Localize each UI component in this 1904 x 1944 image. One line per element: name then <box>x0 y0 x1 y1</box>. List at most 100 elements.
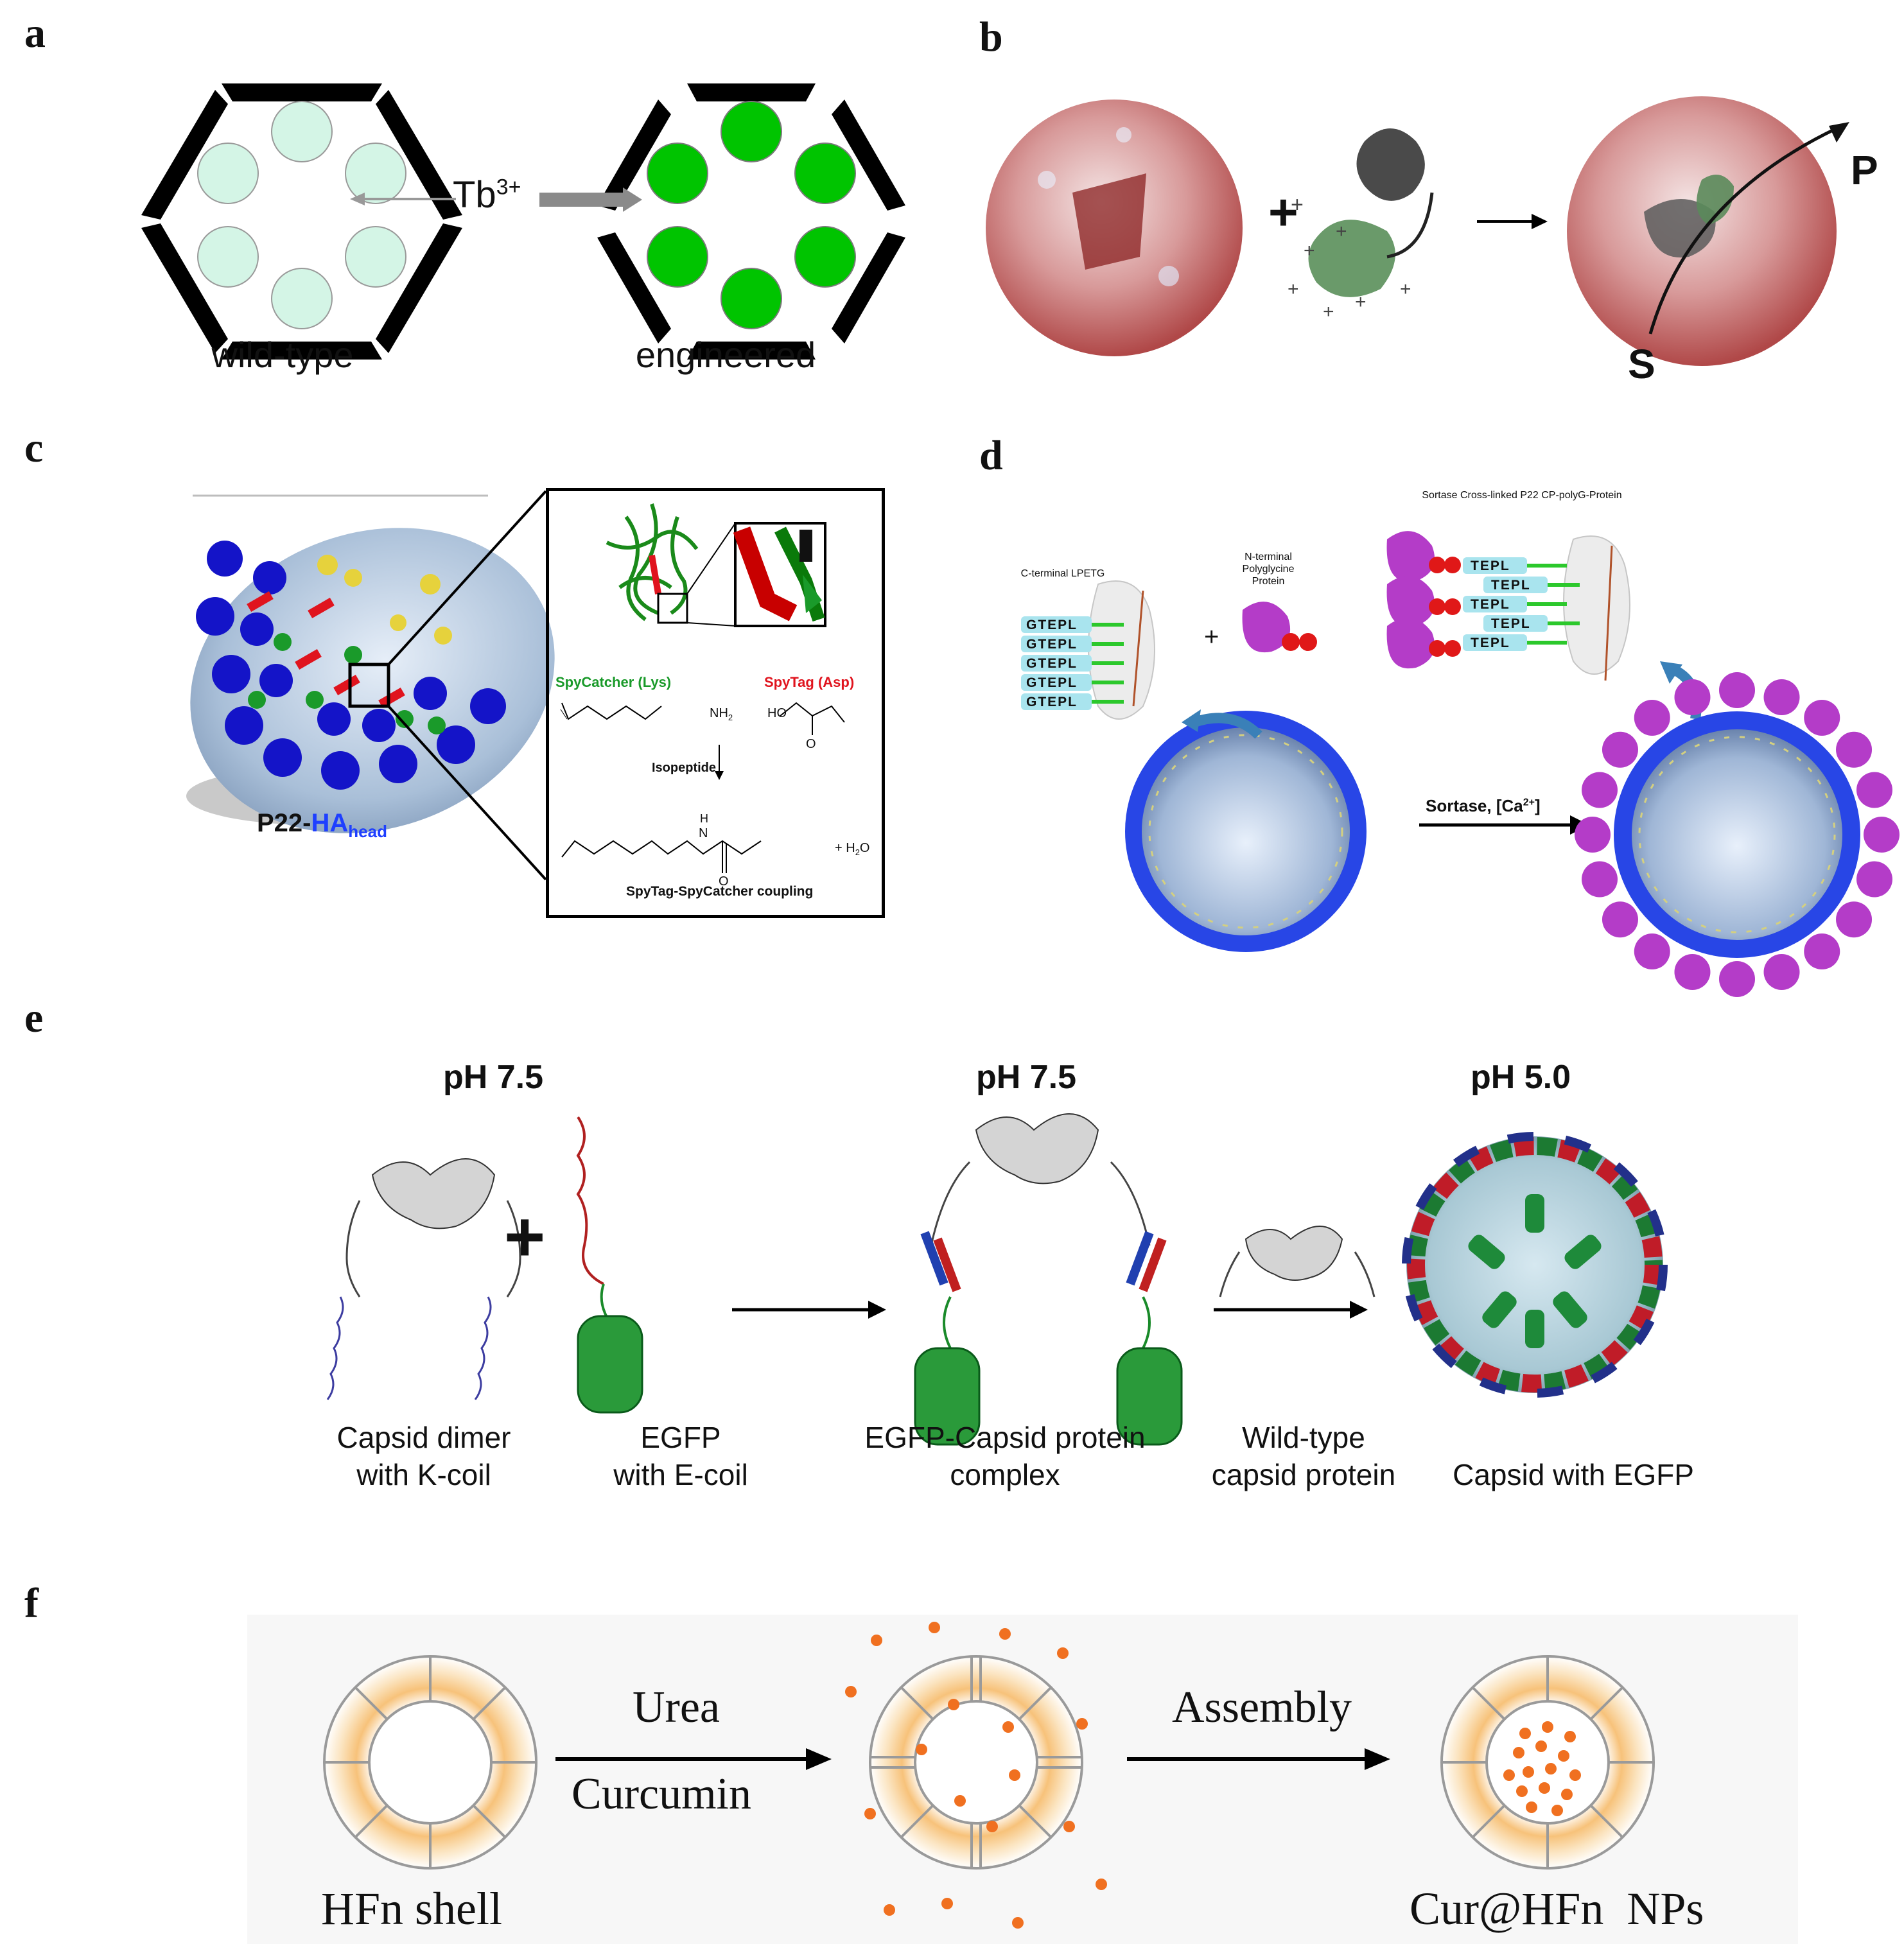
tb-site-empty <box>271 101 333 162</box>
caption-capsid-dimer-line-2: with K-coil <box>356 1458 491 1491</box>
ha-head-proteins <box>196 541 506 790</box>
panel-c-capsid <box>186 490 555 881</box>
tb-site-filled <box>647 143 708 204</box>
polyglycine-protein-attached <box>1674 679 1711 716</box>
wild-type-capsid <box>141 83 462 360</box>
curcumin-dot <box>1076 1718 1088 1730</box>
caption-capsid-egfp-line-1: Capsid with EGFP <box>1453 1458 1694 1491</box>
capsid-enzyme-host <box>986 100 1243 356</box>
sortase-text: Sortase, [Ca <box>1426 796 1523 815</box>
polyglycine-protein-attached <box>1634 933 1670 970</box>
spycatcher-label: SpyCatcher (Lys) <box>555 674 672 690</box>
hfn-shell-caption: HFn shell <box>321 1883 503 1934</box>
curcumin-label: Curcumin <box>572 1769 751 1819</box>
polyglycine-protein-attached <box>1582 772 1618 808</box>
curcumin-dot <box>948 1699 959 1710</box>
tb-ion-charge: 3+ <box>496 175 521 200</box>
curcumin-dot <box>1519 1728 1531 1739</box>
svg-text:+: + <box>1304 240 1315 261</box>
curcumin-dot <box>986 1821 998 1832</box>
tb-site-filled <box>647 226 708 288</box>
ph-label-2: pH 7.5 <box>976 1059 1077 1096</box>
tb-site-filled <box>721 101 782 162</box>
egfp-e-coil <box>576 1116 643 1414</box>
panel-label-d: d <box>979 432 1003 479</box>
curcumin-dot <box>1513 1747 1524 1758</box>
nterminal-line-2: Polyglycine <box>1242 564 1295 575</box>
curcumin-dot <box>1063 1821 1075 1832</box>
panel-label-b: b <box>979 13 1003 60</box>
sortase-label: Sortase, [Ca2+] <box>1426 796 1541 816</box>
curcumin-dot <box>1545 1763 1557 1775</box>
polyglycine-protein-attached <box>1575 817 1611 853</box>
caption-capsid-dimer-line-1: Capsid dimer <box>336 1421 511 1454</box>
plus-sign-e: + <box>504 1197 546 1276</box>
tepl-tag: TEPL <box>1491 616 1531 631</box>
polyglycine-protein-attached <box>1836 731 1873 768</box>
tb-site-empty <box>197 226 259 288</box>
panel-a-diagram <box>141 83 905 360</box>
polyglycine-protein-attached <box>1634 699 1670 736</box>
curcumin-dot <box>1535 1740 1547 1752</box>
polyglycine-protein <box>1242 602 1317 653</box>
zoom-box <box>348 663 390 708</box>
caption-wild-type: Wild-type capsid protein <box>1182 1419 1426 1493</box>
disassembled-shell <box>869 1655 1083 1870</box>
curcumin-dot <box>916 1744 927 1755</box>
spytag-label: SpyTag (Asp) <box>764 674 855 690</box>
panel-e-diagram <box>326 1113 1668 1446</box>
plus-sign-d: + <box>1204 623 1219 651</box>
amide-h-label: H <box>700 812 708 825</box>
panel-b-diagram: + + + + + + + <box>986 96 1849 366</box>
tb-ion-label: Tb3+ <box>453 173 521 216</box>
caption-complex-line-2: complex <box>950 1458 1060 1491</box>
spy-couplings <box>247 591 446 734</box>
caption-complex: EGFP-Capsid protein complex <box>857 1419 1153 1493</box>
curcumin-dot <box>1009 1769 1020 1781</box>
svg-text:+: + <box>1336 221 1347 242</box>
curcumin-dot <box>1542 1721 1553 1733</box>
panel-label-e: e <box>24 994 44 1041</box>
tb-site-empty <box>197 143 259 204</box>
panel-label-a: a <box>24 10 46 56</box>
caption-complex-line-1: EGFP-Capsid protein <box>864 1421 1146 1454</box>
engineered-capsid <box>597 83 905 360</box>
lpetg-tag: GTEPL <box>1026 675 1078 690</box>
water-subscript: 2 <box>855 847 860 857</box>
p22-ha-label: P22-HAhead <box>257 809 387 842</box>
polyglycine-protein-attached <box>1856 772 1892 808</box>
tb-site-filled <box>794 143 856 204</box>
lpetg-tag: GTEPL <box>1026 656 1078 671</box>
tb-site-filled <box>721 268 782 329</box>
curved-arrow-left <box>1192 713 1262 739</box>
purple-proteins <box>1575 672 1900 997</box>
caption-egfp-line-1: EGFP <box>640 1421 721 1454</box>
plus-sign-b: + <box>1268 184 1298 241</box>
assembly-label: Assembly <box>1172 1683 1352 1732</box>
curcumin-dot <box>1561 1789 1573 1800</box>
nterminal-label: N-terminal Polyglycine Protein <box>1230 551 1307 587</box>
egfp-capsid-complex <box>914 1113 1183 1446</box>
curcumin-dot <box>1057 1647 1069 1659</box>
svg-text:+: + <box>1323 301 1334 322</box>
isopeptide-label: Isopeptide <box>652 761 717 775</box>
polyglycine-protein-attached <box>1856 861 1892 898</box>
hfn-shell <box>323 1655 537 1870</box>
curcumin-dot <box>941 1898 953 1909</box>
panel-label-c: c <box>24 424 44 471</box>
polyglycine-protein-attached <box>1804 933 1840 970</box>
urea-label: Urea <box>633 1683 721 1732</box>
cur-hfn-caption: Cur@HFn NPs <box>1410 1883 1704 1934</box>
p22-capsid-plain <box>1125 711 1367 952</box>
crosslinked-tags-right <box>1386 531 1580 669</box>
curcumin-dot <box>884 1904 895 1916</box>
capsid-dimer <box>326 1158 521 1400</box>
cterminal-label: C-terminal LPETG <box>1020 568 1105 579</box>
curcumin-dot <box>1558 1750 1569 1762</box>
engineered-caption: engineered <box>635 334 816 375</box>
curcumin-dot <box>1516 1785 1528 1797</box>
curcumin-dots-loaded <box>1503 1721 1581 1816</box>
sortase-end: ] <box>1534 796 1541 815</box>
product-label: P <box>1851 147 1878 193</box>
tb-site-empty <box>345 143 406 204</box>
